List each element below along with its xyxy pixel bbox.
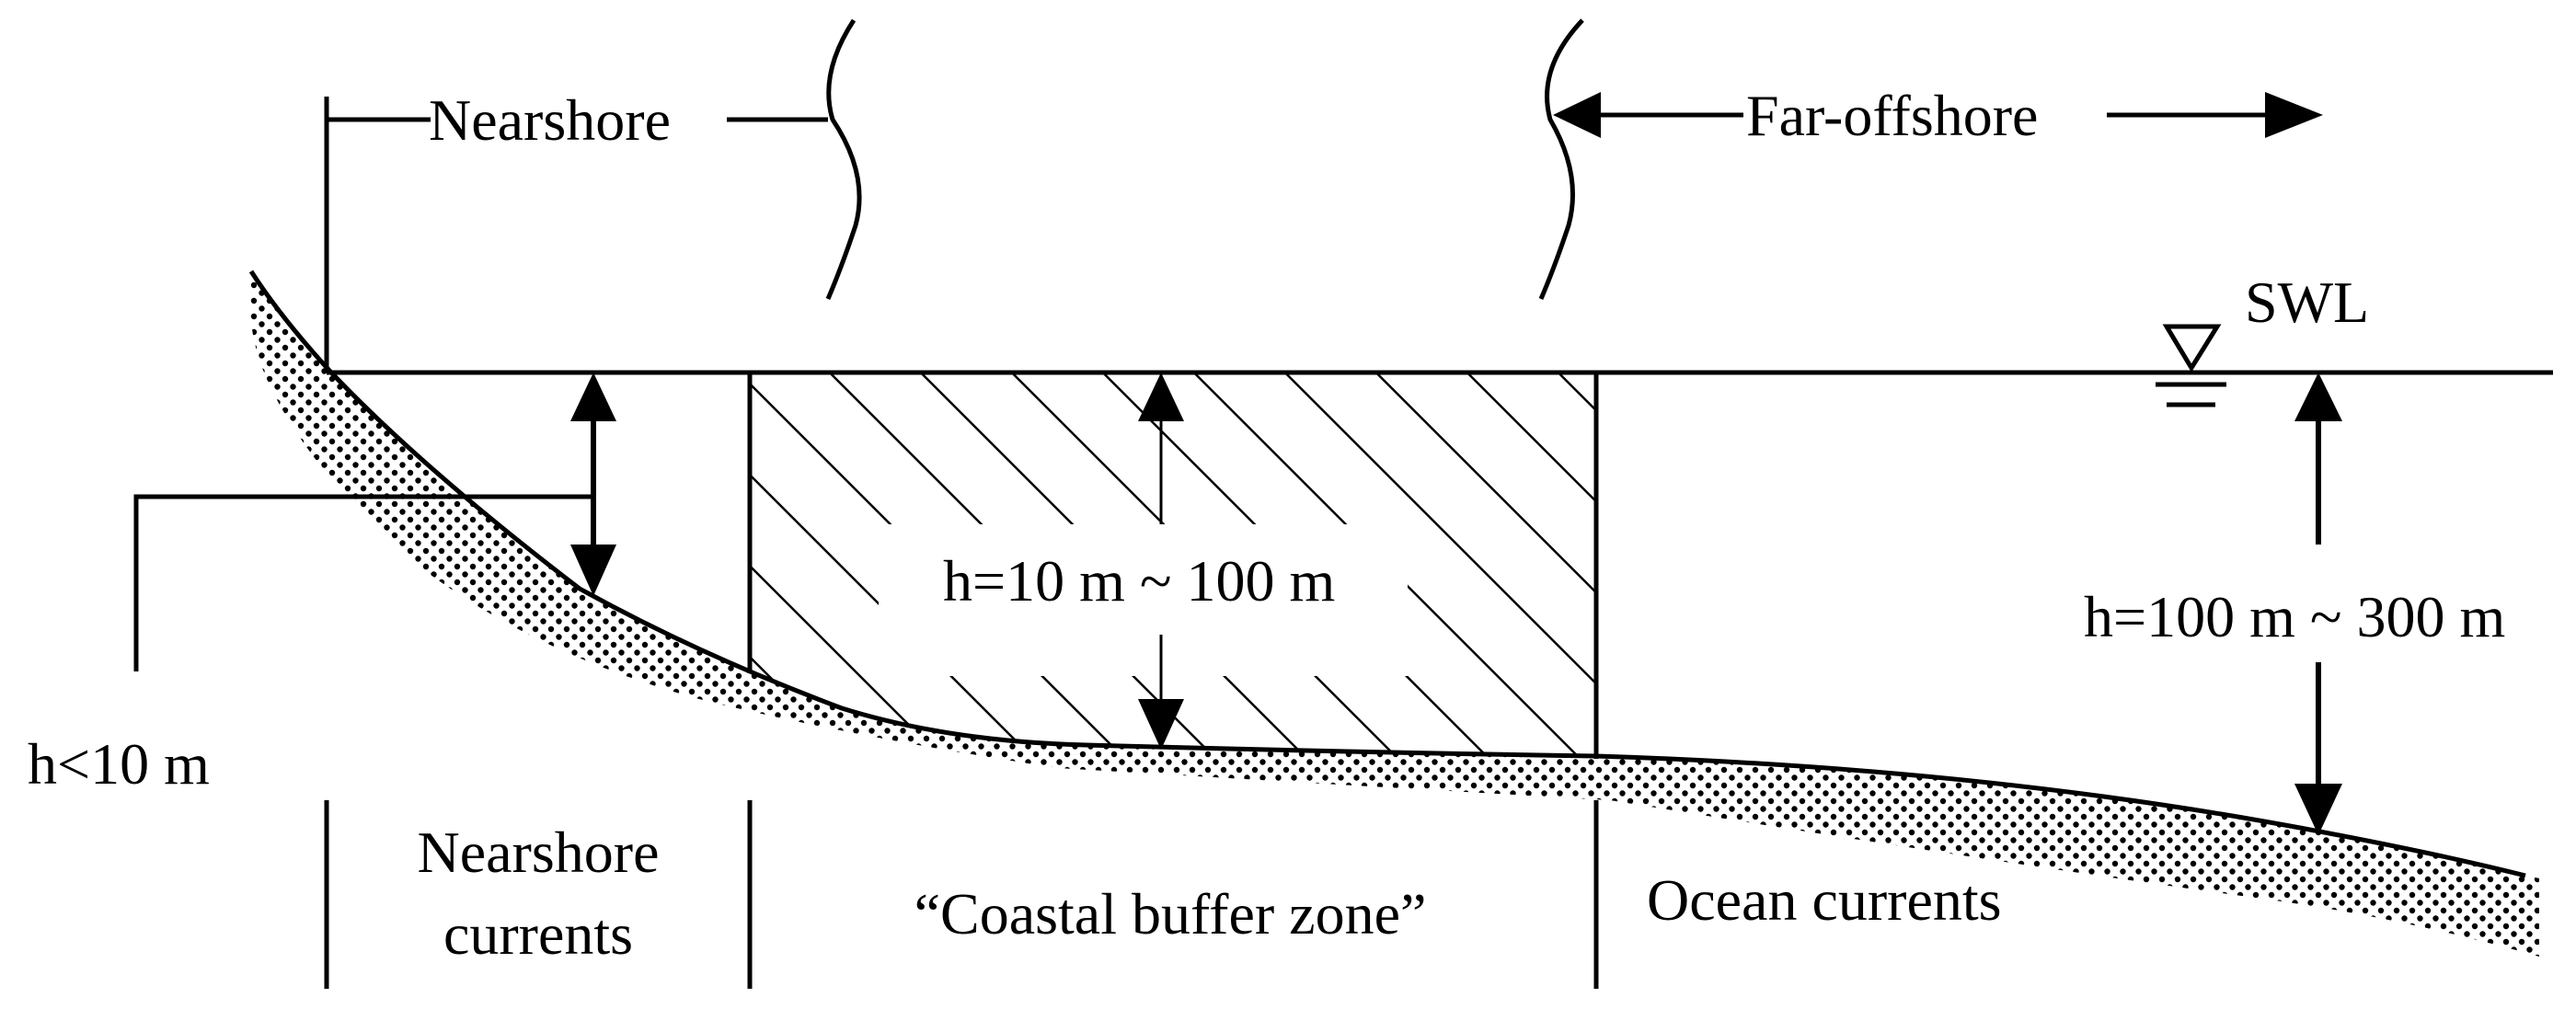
depth-shallow-arrow-down <box>570 545 616 596</box>
far-offshore-arrow-right-head <box>2265 92 2323 138</box>
swl-label: SWL <box>2245 269 2369 335</box>
zone-nearshore-label-line2: currents <box>443 901 633 967</box>
swl-triangle-icon <box>2156 324 2226 407</box>
depth-mid-arrow-up <box>1138 373 1184 421</box>
depth-mid-label: h=10 m ~ 100 m <box>943 548 1335 613</box>
depth-mid-arrow-down <box>1138 699 1184 750</box>
zone-buffer-label: “Coastal buffer zone” <box>914 881 1427 946</box>
zone-ocean-label: Ocean currents <box>1647 867 2002 933</box>
depth-mid-label-box <box>879 524 1408 676</box>
break-squiggle-right <box>1538 18 1584 300</box>
seabed-sediment <box>249 271 2539 957</box>
seabed-profile <box>248 269 2526 878</box>
depth-shallow-arrow-up <box>570 373 616 421</box>
far-offshore-arrow-left-head <box>1553 92 1601 138</box>
break-squiggle-left <box>825 18 862 300</box>
depth-shallow-label: h<10 m <box>28 731 210 797</box>
zone-nearshore-label-line1: Nearshore <box>418 820 660 885</box>
depth-shallow-leader <box>133 494 593 671</box>
depth-deep-arrow-down <box>2294 784 2342 835</box>
depth-deep-label: h=100 m ~ 300 m <box>2084 584 2505 649</box>
far-offshore-label: Far-offshore <box>1746 83 2038 148</box>
nearshore-top-label: Nearshore <box>429 87 671 153</box>
depth-deep-arrow-up <box>2294 373 2342 421</box>
